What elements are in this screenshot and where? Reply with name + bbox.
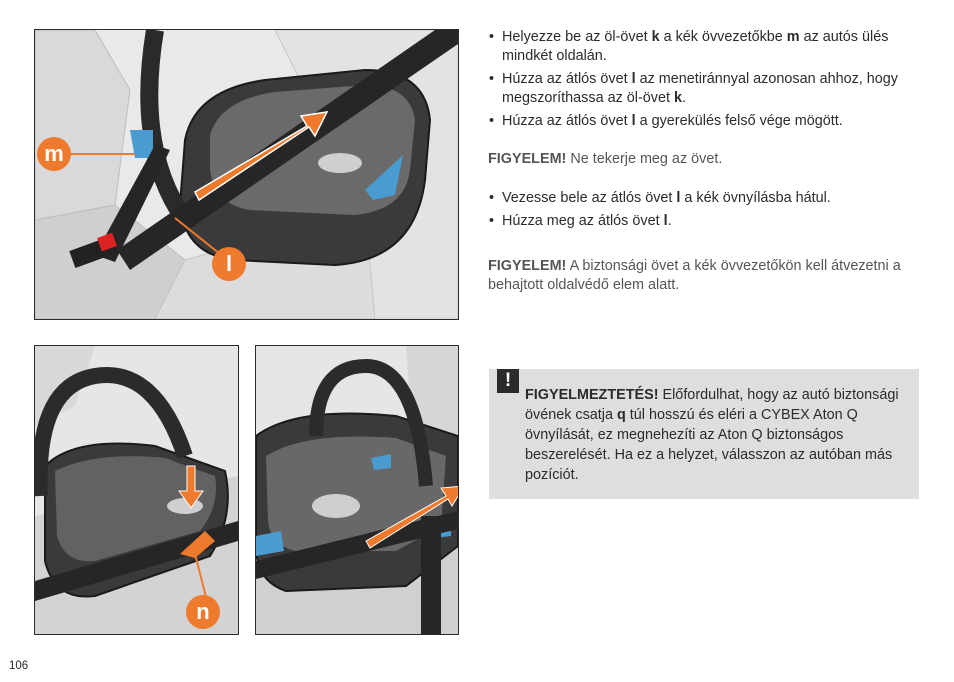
belt-guide-drawing <box>35 346 238 634</box>
illustration-bottom-right <box>255 345 459 635</box>
label-badge-n: n <box>186 595 220 629</box>
instruction-list-2: Vezesse bele az átlós övet l a kék övnyí… <box>488 189 928 231</box>
instructions-section-2: Vezesse bele az átlós övet l a kék övnyí… <box>488 189 928 235</box>
page-number: 106 <box>9 660 29 672</box>
rear-belt-guide-drawing <box>256 346 458 634</box>
label-badge-l: l <box>212 247 246 281</box>
warning-box <box>489 369 919 499</box>
illustration-bottom-left <box>34 345 239 635</box>
instruction-item: Húzza meg az átlós övet l. <box>488 212 928 231</box>
warning-exclamation-icon: ! <box>497 369 519 393</box>
instruction-item: Helyezze be az öl-övet k a kék övvezetők… <box>488 28 928 66</box>
label-badge-m: m <box>37 137 71 171</box>
instruction-item: Húzza az átlós övet l az menetiránnyal a… <box>488 70 928 108</box>
note-2: FIGYELEM! A biztonsági övet a kék övveze… <box>488 258 901 293</box>
warning-text: FIGYELMEZTETÉS! Előfordulhat, hogy az au… <box>525 387 899 483</box>
instructions-section-1: Helyezze be az öl-övet k a kék övvezetők… <box>488 28 928 135</box>
car-seat-belt-drawing <box>35 30 458 319</box>
instruction-list-1: Helyezze be az öl-övet k a kék övvezetők… <box>488 28 928 131</box>
illustration-top <box>34 29 459 320</box>
instruction-item: Vezesse bele az átlós övet l a kék övnyí… <box>488 189 928 208</box>
note-1: FIGYELEM! Ne tekerje meg az övet. <box>488 151 723 167</box>
instruction-item: Húzza az átlós övet l a gyerekülés felső… <box>488 112 928 131</box>
